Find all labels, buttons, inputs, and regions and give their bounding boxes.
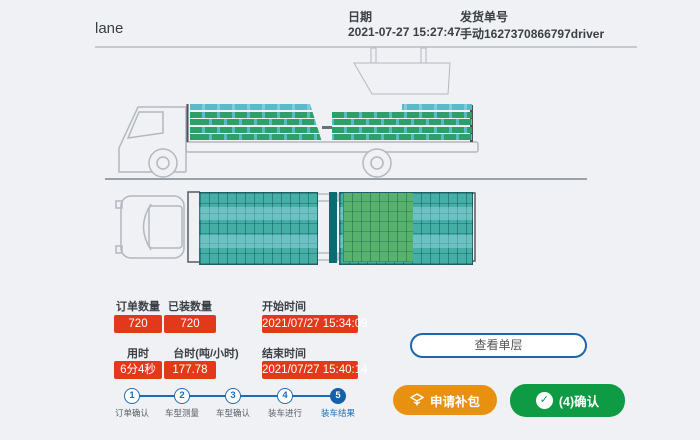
date-label: 日期 — [348, 10, 373, 24]
shipping-order-value: 手动1627370866797driver — [460, 27, 605, 41]
cargo-row — [190, 119, 322, 125]
end-time-label: 结束时间 — [262, 348, 306, 360]
lane-title: lane — [95, 20, 124, 37]
cargo-row — [190, 112, 322, 118]
step-1-label: 订单确认 — [114, 408, 149, 418]
package-icon — [409, 393, 424, 406]
check-icon: ✓ — [535, 392, 553, 409]
loaded-qty-label: 已装数量 — [168, 301, 212, 313]
rate-label: 台时(吨/小时) — [173, 348, 239, 360]
header-rail-line — [95, 46, 637, 48]
confirm-button[interactable]: ✓ (4)确认 — [510, 384, 625, 417]
cargo-row — [190, 127, 322, 133]
truck-top-cab-outline — [115, 195, 185, 259]
elapsed-label: 用时 — [127, 348, 149, 360]
side-cargo-rear-section — [332, 104, 472, 142]
step-2-circle[interactable]: 2 — [174, 388, 190, 404]
order-qty-badge: 720 — [114, 315, 162, 333]
elapsed-badge: 6分4秒 — [114, 361, 162, 379]
cargo-row — [190, 134, 322, 140]
step-5-circle[interactable]: 5 — [330, 388, 346, 404]
step-2-label: 车型测量 — [164, 408, 199, 418]
truck-side-wheels — [148, 148, 392, 178]
cargo-row — [332, 119, 472, 126]
request-refill-label: 申请补包 — [429, 394, 480, 409]
start-time-label: 开始时间 — [262, 301, 306, 313]
cargo-row — [332, 111, 472, 118]
step-5-label: 装车结果 — [320, 408, 355, 418]
side-cargo-front-section — [190, 104, 322, 142]
order-qty-label: 订单数量 — [116, 301, 160, 313]
step-3-label: 车型确认 — [215, 408, 250, 418]
cargo-row — [332, 104, 472, 111]
end-time-badge: 2021/07/27 15:40:14 — [262, 361, 368, 379]
truck-side-outline — [118, 106, 479, 173]
confirm-label: (4)确认 — [558, 395, 600, 409]
start-time-badge: 2021/07/27 15:34:09 — [262, 315, 368, 333]
step-4-label: 装车进行 — [267, 408, 302, 418]
request-refill-button[interactable]: 申请补包 — [393, 385, 497, 415]
top-cargo-green-zone — [343, 193, 413, 262]
cargo-row — [332, 134, 472, 141]
step-3-circle[interactable]: 3 — [225, 388, 241, 404]
cargo-row — [190, 104, 322, 110]
shipping-order-label: 发货单号 — [460, 10, 509, 24]
loaded-qty-badge: 720 — [164, 315, 216, 333]
top-cargo-front-section — [199, 192, 318, 265]
step-1-circle[interactable]: 1 — [124, 388, 140, 404]
top-cargo-divider — [329, 192, 337, 263]
cargo-row — [332, 126, 472, 133]
hopper-chute — [353, 47, 451, 95]
step-4-circle[interactable]: 4 — [277, 388, 293, 404]
view-single-layer-button[interactable]: 查看单层 — [410, 333, 587, 358]
rate-badge: 177.78 — [164, 361, 216, 379]
date-value: 2021-07-27 15:27:47 — [348, 25, 461, 39]
